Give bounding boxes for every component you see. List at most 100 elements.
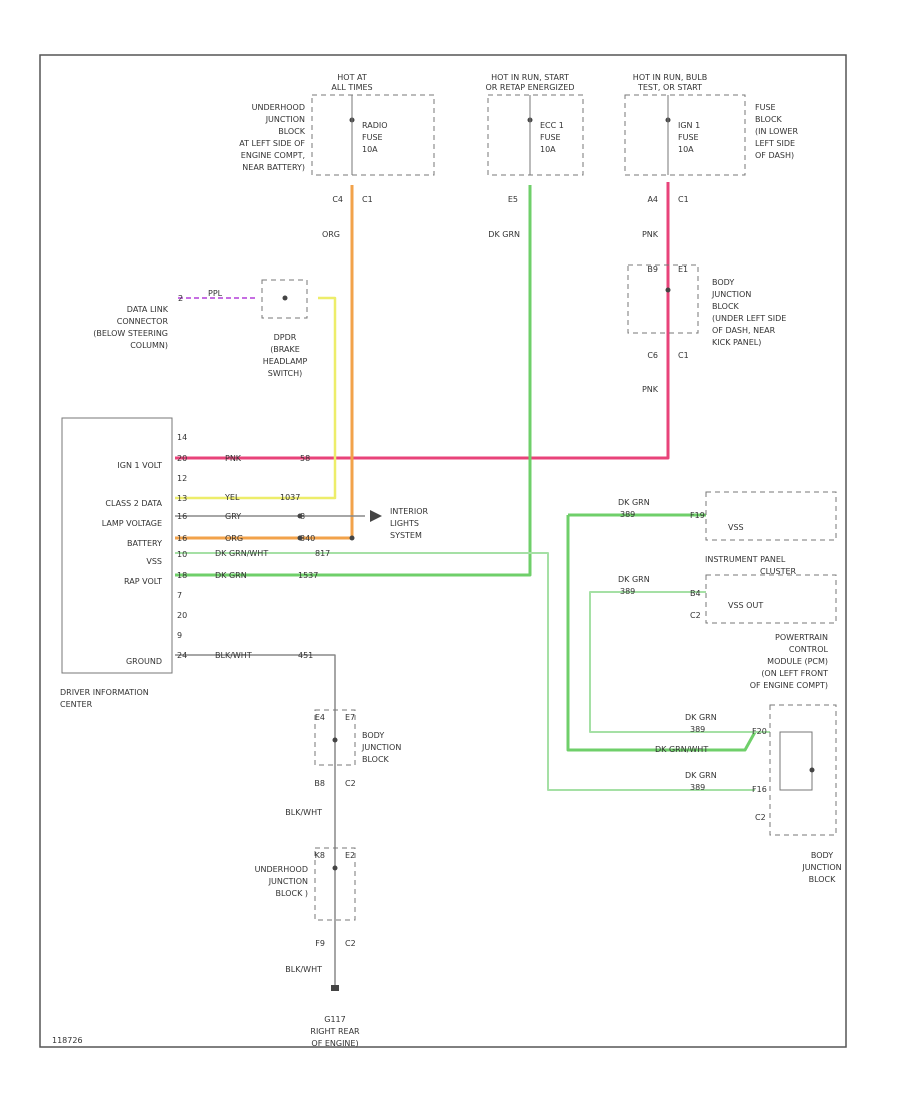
svg-text:OF ENGINE): OF ENGINE): [311, 1039, 358, 1048]
svg-text:10: 10: [177, 550, 187, 559]
ign-wire-color-1: PNK: [642, 230, 659, 239]
svg-text:COLUMN): COLUMN): [130, 341, 168, 350]
svg-text:FUSE: FUSE: [540, 133, 561, 142]
svg-text:KICK PANEL): KICK PANEL): [712, 338, 761, 347]
svg-text:FUSE: FUSE: [755, 103, 776, 112]
wire-lightgreen-vssout: [589, 591, 770, 733]
svg-text:389: 389: [620, 587, 635, 596]
svg-text:C2: C2: [345, 939, 356, 948]
svg-text:INTERIOR: INTERIOR: [390, 507, 429, 516]
svg-text:DK GRN/WHT: DK GRN/WHT: [655, 745, 708, 754]
svg-text:DK GRN: DK GRN: [215, 571, 247, 580]
svg-text:BLK/WHT: BLK/WHT: [215, 651, 252, 660]
svg-text:C1: C1: [678, 351, 689, 360]
svg-text:1037: 1037: [280, 493, 300, 502]
svg-text:DPDR: DPDR: [274, 333, 297, 342]
svg-text:TEST, OR START: TEST, OR START: [637, 83, 702, 92]
svg-text:FUSE: FUSE: [678, 133, 699, 142]
radio-hot-label-2: ALL TIMES: [331, 83, 372, 92]
dic-labels: IGN 1 VOLT CLASS 2 DATA LAMP VOLTAGE BAT…: [102, 461, 163, 666]
svg-text:389: 389: [690, 783, 705, 792]
svg-text:BLK/WHT: BLK/WHT: [285, 965, 322, 974]
svg-text:BODY: BODY: [712, 278, 734, 287]
svg-text:OF DASH): OF DASH): [755, 151, 794, 160]
ecc-fuse-group: HOT IN RUN, START OR RETAP ENERGIZED ECC…: [485, 73, 584, 239]
svg-text:F19: F19: [690, 511, 705, 520]
svg-text:58: 58: [300, 454, 310, 463]
svg-text:14: 14: [177, 433, 187, 442]
svg-text:BLOCK: BLOCK: [809, 875, 837, 884]
svg-text:BLOCK ): BLOCK ): [276, 889, 308, 898]
svg-text:POWERTRAIN: POWERTRAIN: [775, 633, 828, 642]
wire-green-rap: [175, 185, 532, 577]
svg-text:RAP VOLT: RAP VOLT: [124, 577, 162, 586]
svg-text:G117: G117: [324, 1015, 345, 1024]
radio-hot-label-1: HOT AT: [337, 73, 367, 82]
svg-text:VSS OUT: VSS OUT: [728, 601, 763, 610]
svg-text:OR RETAP ENERGIZED: OR RETAP ENERGIZED: [485, 83, 574, 92]
svg-text:INSTRUMENT PANEL: INSTRUMENT PANEL: [705, 555, 786, 564]
svg-text:JUNCTION: JUNCTION: [711, 290, 751, 299]
radio-fuse-amps: 10A: [362, 145, 378, 154]
svg-text:HEADLAMP: HEADLAMP: [263, 357, 308, 366]
svg-text:IGN 1 VOLT: IGN 1 VOLT: [117, 461, 162, 470]
svg-text:DRIVER INFORMATION: DRIVER INFORMATION: [60, 688, 149, 697]
svg-text:HOT IN RUN, START: HOT IN RUN, START: [491, 73, 569, 82]
radio-location-label: UNDERHOOD JUNCTION BLOCK AT LEFT SIDE OF…: [239, 103, 306, 172]
ign-junction-block: B9 E1 C6 C1 PNK BODY JUNCTION BLOCK (UND…: [627, 264, 786, 394]
svg-text:JUNCTION: JUNCTION: [361, 743, 401, 752]
svg-text:CLUSTER: CLUSTER: [760, 567, 797, 576]
svg-text:16: 16: [177, 512, 187, 521]
svg-text:CONNECTOR: CONNECTOR: [117, 317, 169, 326]
svg-text:LAMP VOLTAGE: LAMP VOLTAGE: [102, 519, 162, 528]
svg-text:OF ENGINE COMPT): OF ENGINE COMPT): [750, 681, 828, 690]
radio-fuse-word: FUSE: [362, 133, 383, 142]
ecc-pin: E5: [508, 195, 518, 204]
ground-path: E4 E7 B8 C2 BODY JUNCTION BLOCK BLK/WHT …: [255, 709, 401, 1048]
ground-symbol: [331, 985, 339, 991]
svg-text:OF DASH, NEAR: OF DASH, NEAR: [712, 326, 776, 335]
svg-text:E2: E2: [345, 851, 355, 860]
svg-text:E4: E4: [315, 713, 325, 722]
svg-text:16: 16: [177, 534, 187, 543]
svg-text:DK GRN/WHT: DK GRN/WHT: [215, 549, 268, 558]
radio-pin-left: C4: [332, 195, 343, 204]
interior-lights-arrow: INTERIOR LIGHTS SYSTEM: [297, 507, 429, 541]
svg-text:GROUND: GROUND: [126, 657, 162, 666]
svg-text:BLOCK: BLOCK: [362, 755, 390, 764]
svg-text:A4: A4: [647, 195, 658, 204]
svg-text:ENGINE COMPT,: ENGINE COMPT,: [241, 151, 305, 160]
svg-text:DK GRN: DK GRN: [618, 575, 650, 584]
radio-fuse-box: [311, 94, 435, 176]
driver-information-center: 14 20 12 13 16 16 10 18 7 20 9 24 IGN 1 …: [60, 417, 187, 709]
svg-text:24: 24: [177, 651, 187, 660]
svg-text:PNK: PNK: [642, 385, 659, 394]
svg-text:2: 2: [178, 294, 183, 303]
wire-lightgreen-vss: [175, 552, 755, 791]
svg-text:13: 13: [177, 494, 187, 503]
svg-text:B8: B8: [314, 779, 325, 788]
svg-text:VSS: VSS: [146, 557, 162, 566]
figure-id: 118726: [52, 1036, 83, 1045]
svg-text:B9: B9: [647, 265, 658, 274]
svg-text:F9: F9: [315, 939, 325, 948]
svg-text:HOT IN RUN, BULB: HOT IN RUN, BULB: [633, 73, 707, 82]
svg-text:CONTROL: CONTROL: [789, 645, 829, 654]
wire-pink-ign1: [175, 182, 670, 460]
svg-text:451: 451: [298, 651, 313, 660]
svg-text:DK GRN: DK GRN: [685, 771, 717, 780]
svg-text:389: 389: [690, 725, 705, 734]
radio-fuse-group: HOT AT ALL TIMES RADIO FUSE 10A UNDERHOO…: [239, 73, 435, 239]
svg-text:CENTER: CENTER: [60, 700, 93, 709]
svg-text:20: 20: [177, 454, 187, 463]
svg-text:IGN 1: IGN 1: [678, 121, 700, 130]
svg-text:C1: C1: [678, 195, 689, 204]
svg-text:MODULE (PCM): MODULE (PCM): [767, 657, 828, 666]
svg-text:BODY: BODY: [362, 731, 384, 740]
svg-text:DK GRN: DK GRN: [618, 498, 650, 507]
svg-text:C2: C2: [755, 813, 766, 822]
svg-text:(IN LOWER: (IN LOWER: [755, 127, 798, 136]
svg-text:12: 12: [177, 474, 187, 483]
svg-text:BATTERY: BATTERY: [127, 539, 162, 548]
